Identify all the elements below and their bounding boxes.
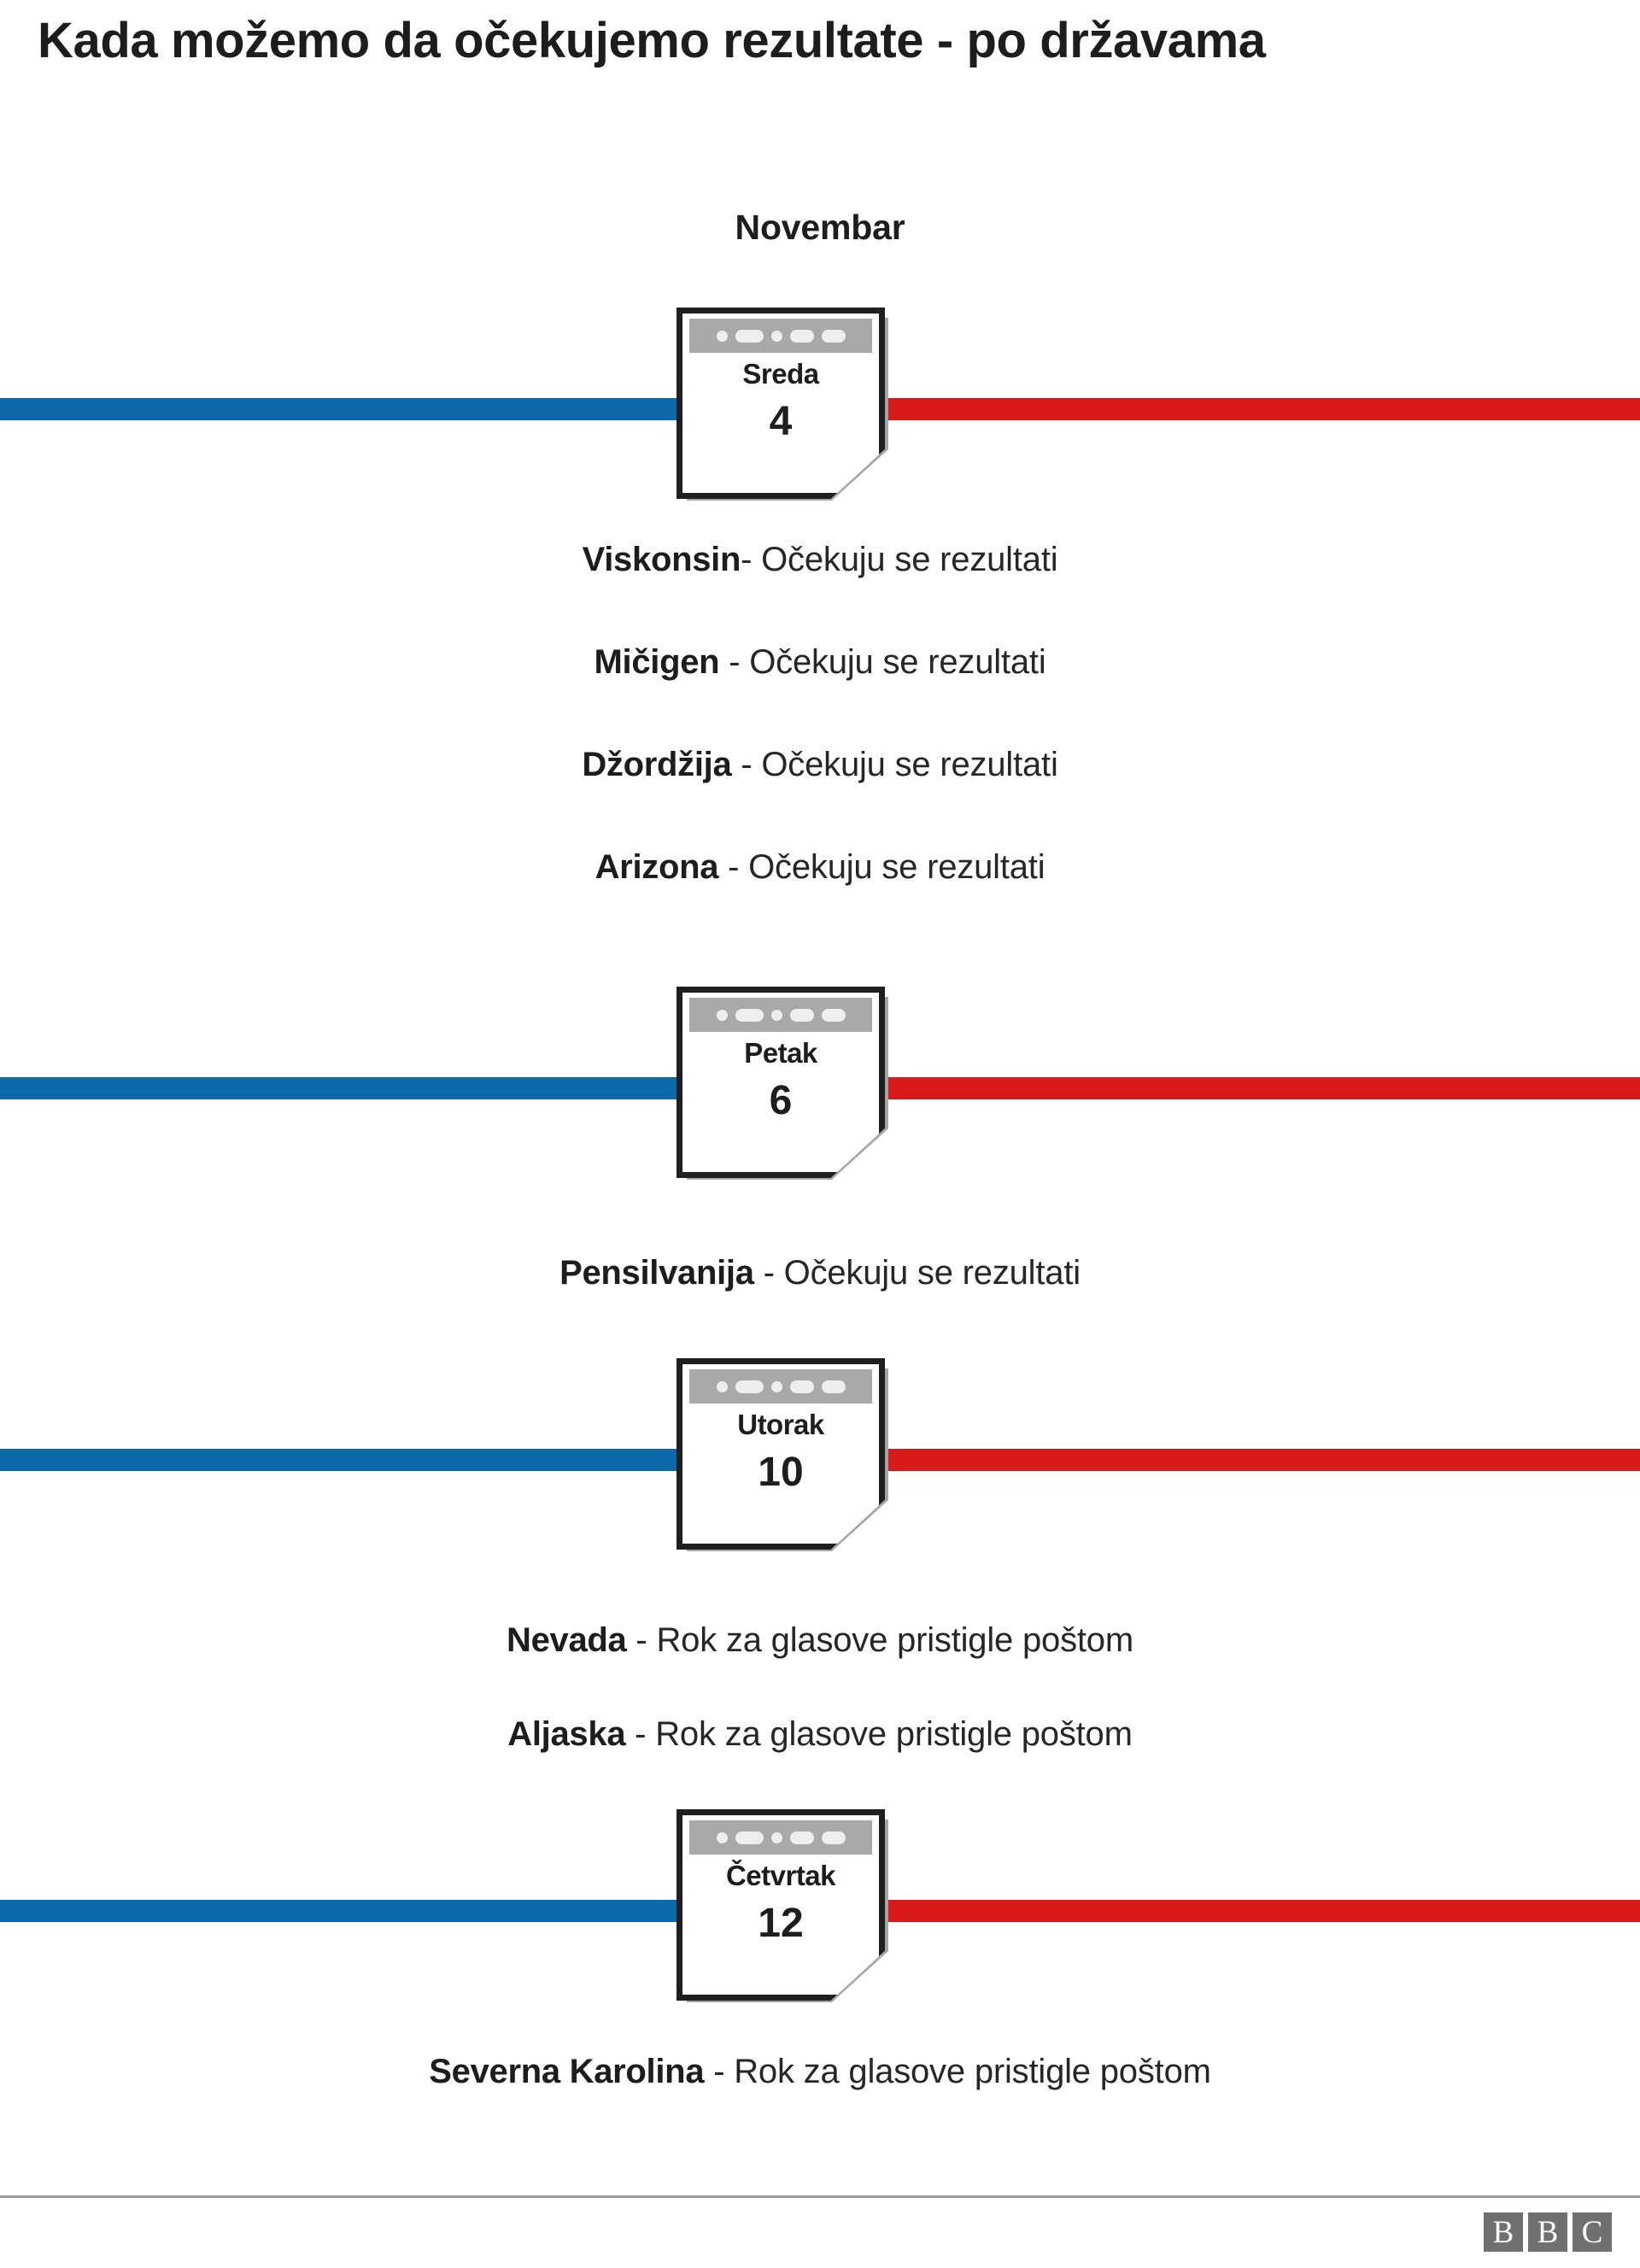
calendar-dash-icon xyxy=(789,1831,814,1844)
calendar-dash-icon xyxy=(789,329,814,343)
calendar-body: Sreda 4 xyxy=(676,308,885,499)
state-row: Aljaska - Rok za glasove pristigle pošto… xyxy=(0,1717,1640,1751)
month-label: Novembar xyxy=(735,208,905,247)
calendar-day-name: Petak xyxy=(744,1037,817,1069)
timeline-rule-blue xyxy=(0,398,677,420)
calendar-day-number: 10 xyxy=(758,1450,804,1495)
state-description: - Očekuju se rezultati xyxy=(719,643,1046,681)
calendar-dot-icon xyxy=(770,1380,782,1392)
calendar-card: Petak 6 xyxy=(676,987,888,1180)
calendar-day-number: 4 xyxy=(769,399,793,444)
state-name: Arizona xyxy=(594,848,719,886)
calendar-dash-icon xyxy=(735,1831,764,1844)
calendar-inner: Četvrtak 12 xyxy=(682,1815,879,1995)
state-row: Mičigen - Očekuju se rezultati xyxy=(0,645,1640,679)
state-row: Viskonsin- Očekuju se rezultati xyxy=(0,542,1640,577)
state-name: Džordžija xyxy=(582,746,732,783)
calendar-day-name: Četvrtak xyxy=(725,1860,836,1891)
bbc-letter-block: B xyxy=(1528,2212,1567,2252)
calendar-day-number: 6 xyxy=(769,1078,793,1123)
state-description: - Rok za glasove pristigle poštom xyxy=(626,1621,1133,1659)
timeline-rule-red xyxy=(882,1900,1640,1922)
calendar-card: Utorak 10 xyxy=(676,1358,888,1551)
timeline-rule-blue xyxy=(0,1900,677,1922)
calendar-card: Četvrtak 12 xyxy=(676,1809,888,2002)
calendar-dash-icon xyxy=(789,1380,814,1393)
calendar-dot-icon xyxy=(770,330,782,342)
state-name: Pensilvanija xyxy=(559,1254,754,1292)
calendar-dot-icon xyxy=(716,1380,728,1392)
calendar-body: Petak 6 xyxy=(676,987,885,1178)
calendar-day-name: Utorak xyxy=(737,1409,824,1440)
state-description: - Očekuju se rezultati xyxy=(753,1254,1081,1292)
calendar-dash-icon xyxy=(821,329,846,343)
calendar-dot-icon xyxy=(770,1009,782,1021)
state-name: Severna Karolina xyxy=(429,2053,705,2090)
timeline-rule-blue xyxy=(0,1077,677,1099)
state-description: - Očekuju se rezultati xyxy=(718,848,1046,886)
timeline-rule-red xyxy=(882,1077,1640,1099)
calendar-header-bar xyxy=(689,319,872,353)
calendar-body: Utorak 10 xyxy=(676,1358,885,1550)
calendar-dash-icon xyxy=(735,1380,764,1393)
state-name: Mičigen xyxy=(594,643,720,681)
calendar-header-bar xyxy=(689,1369,872,1404)
calendar-inner: Utorak 10 xyxy=(682,1364,879,1544)
state-description: - Očekuju se rezultati xyxy=(741,541,1058,578)
state-description: - Rok za glasove pristigle poštom xyxy=(625,1715,1133,1753)
timeline-rule-blue xyxy=(0,1449,677,1471)
bbc-letter-block: C xyxy=(1573,2212,1612,2252)
calendar-header-bar xyxy=(689,1820,872,1855)
calendar-dash-icon xyxy=(821,1008,846,1022)
calendar-dot-icon xyxy=(716,1831,728,1843)
state-row: Arizona - Očekuju se rezultati xyxy=(0,850,1640,884)
state-name: Nevada xyxy=(507,1621,627,1659)
state-row: Nevada - Rok za glasove pristigle poštom xyxy=(0,1623,1640,1657)
bbc-logo: B B C xyxy=(1484,2212,1612,2252)
calendar-day-name: Sreda xyxy=(742,358,819,390)
calendar-inner: Sreda 4 xyxy=(682,314,879,493)
calendar-body: Četvrtak 12 xyxy=(676,1809,885,2001)
calendar-card: Sreda 4 xyxy=(676,308,888,501)
state-description: - Rok za glasove pristigle poštom xyxy=(704,2053,1211,2090)
state-row: Džordžija - Očekuju se rezultati xyxy=(0,747,1640,782)
state-description: - Očekuju se rezultati xyxy=(731,746,1058,783)
calendar-dot-icon xyxy=(770,1831,782,1843)
state-name: Viskonsin xyxy=(582,541,741,578)
page-title: Kada možemo da očekujemo rezultate - po … xyxy=(38,13,1266,68)
calendar-dot-icon xyxy=(716,330,728,342)
calendar-dash-icon xyxy=(789,1008,814,1022)
bbc-letter-block: B xyxy=(1484,2212,1523,2252)
state-row: Severna Karolina - Rok za glasove pristi… xyxy=(0,2054,1640,2089)
calendar-header-bar xyxy=(689,998,872,1032)
calendar-dash-icon xyxy=(735,329,764,343)
timeline-rule-red xyxy=(882,398,1640,420)
calendar-inner: Petak 6 xyxy=(682,993,879,1172)
timeline-rule-red xyxy=(882,1449,1640,1471)
state-row: Pensilvanija - Očekuju se rezultati xyxy=(0,1256,1640,1290)
calendar-day-number: 12 xyxy=(758,1901,804,1946)
calendar-dash-icon xyxy=(735,1008,764,1022)
footer-divider xyxy=(0,2195,1640,2198)
calendar-dash-icon xyxy=(821,1831,846,1844)
state-name: Aljaska xyxy=(507,1715,626,1753)
calendar-dot-icon xyxy=(716,1009,728,1021)
calendar-dash-icon xyxy=(821,1380,846,1393)
